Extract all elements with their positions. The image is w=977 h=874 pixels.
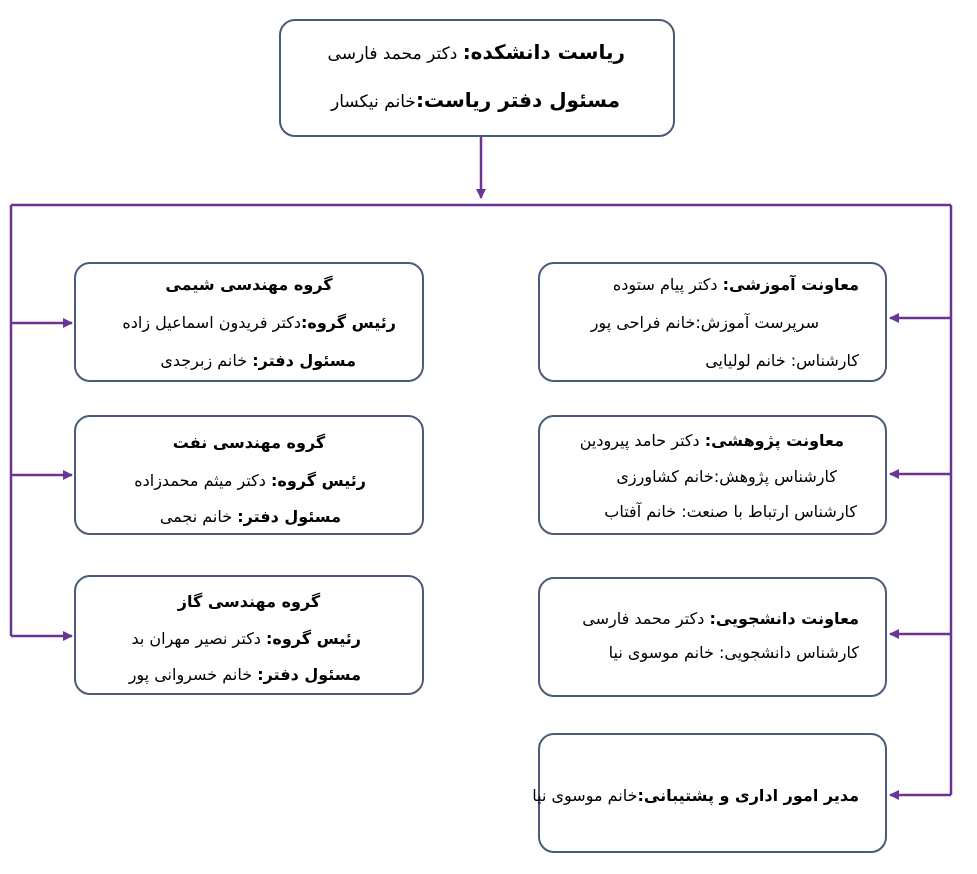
- gas-head-line: رئیس گروه: دکتر نصیر مهران بد: [131, 629, 361, 648]
- chemical-head-line: رئیس گروه:دکتر فریدون اسماعیل زاده: [122, 313, 396, 332]
- petroleum-office-line: مسئول دفتر: خانم نجمی: [159, 507, 341, 526]
- dean-office-manager-label: مسئول دفتر ریاست:: [415, 88, 620, 112]
- academic-expert-line: کارشناس: خانم لولیایی: [705, 351, 859, 370]
- academic-deputy-line: معاونت آموزشی: دکتر پیام ستوده: [612, 275, 859, 294]
- student-deputy-line: معاونت دانشجویی: دکتر محمد فارسی: [582, 609, 859, 628]
- admin-manager-box: مدیر امور اداری و پشتیبانی:خانم موسوی نی…: [532, 733, 887, 853]
- gas-engineering-title: گروه مهندسی گاز: [177, 592, 321, 611]
- petroleum-engineering-title: گروه مهندسی نفت: [172, 433, 326, 452]
- academic-deputy-box: معاونت آموزشی: دکتر پیام ستوده سرپرست آم…: [538, 262, 887, 382]
- gas-office-line: مسئول دفتر: خانم خسروانی پور: [128, 665, 361, 684]
- student-deputy-box: معاونت دانشجویی: دکتر محمد فارسی کارشناس…: [538, 577, 887, 697]
- industry-liaison-line: کارشناس ارتباط با صنعت: خانم آفتاب: [604, 502, 857, 521]
- chemical-office-line: مسئول دفتر: خانم زبرجدی: [160, 351, 356, 370]
- research-deputy-box: معاونت پژوهشی: دکتر حامد پیرودین کارشناس…: [538, 415, 887, 535]
- chemical-engineering-title: گروه مهندسی شیمی: [165, 275, 333, 294]
- research-expert-line: کارشناس پژوهش:خانم کشاورزی: [616, 467, 837, 486]
- admin-manager-line: مدیر امور اداری و پشتیبانی:خانم موسوی نی…: [532, 786, 859, 805]
- gas-engineering-box: گروه مهندسی گاز رئیس گروه: دکتر نصیر مهر…: [74, 575, 424, 695]
- chemical-engineering-box: گروه مهندسی شیمی رئیس گروه:دکتر فریدون ا…: [74, 262, 424, 382]
- research-deputy-line: معاونت پژوهشی: دکتر حامد پیرودین: [579, 431, 844, 450]
- student-expert-line: کارشناس دانشجویی: خانم موسوی نیا: [608, 643, 859, 662]
- dean-name: دکتر محمد فارسی: [327, 44, 463, 64]
- dean-office-manager-line: مسئول دفتر ریاست:خانم نیکسار: [331, 90, 620, 111]
- academic-supervisor-line: سرپرست آموزش:خانم فراحی پور: [590, 313, 819, 332]
- petroleum-engineering-box: گروه مهندسی نفت رئیس گروه: دکتر میثم محم…: [74, 415, 424, 535]
- petroleum-head-line: رئیس گروه: دکتر میثم محمدزاده: [134, 471, 366, 490]
- dean-line: ریاست دانشکده: دکتر محمد فارسی: [328, 42, 625, 63]
- dean-office-manager-name: خانم نیکسار: [330, 92, 416, 112]
- dean-label: ریاست دانشکده:: [462, 40, 625, 64]
- dean-office-box: ریاست دانشکده: دکتر محمد فارسی مسئول دفت…: [279, 19, 675, 137]
